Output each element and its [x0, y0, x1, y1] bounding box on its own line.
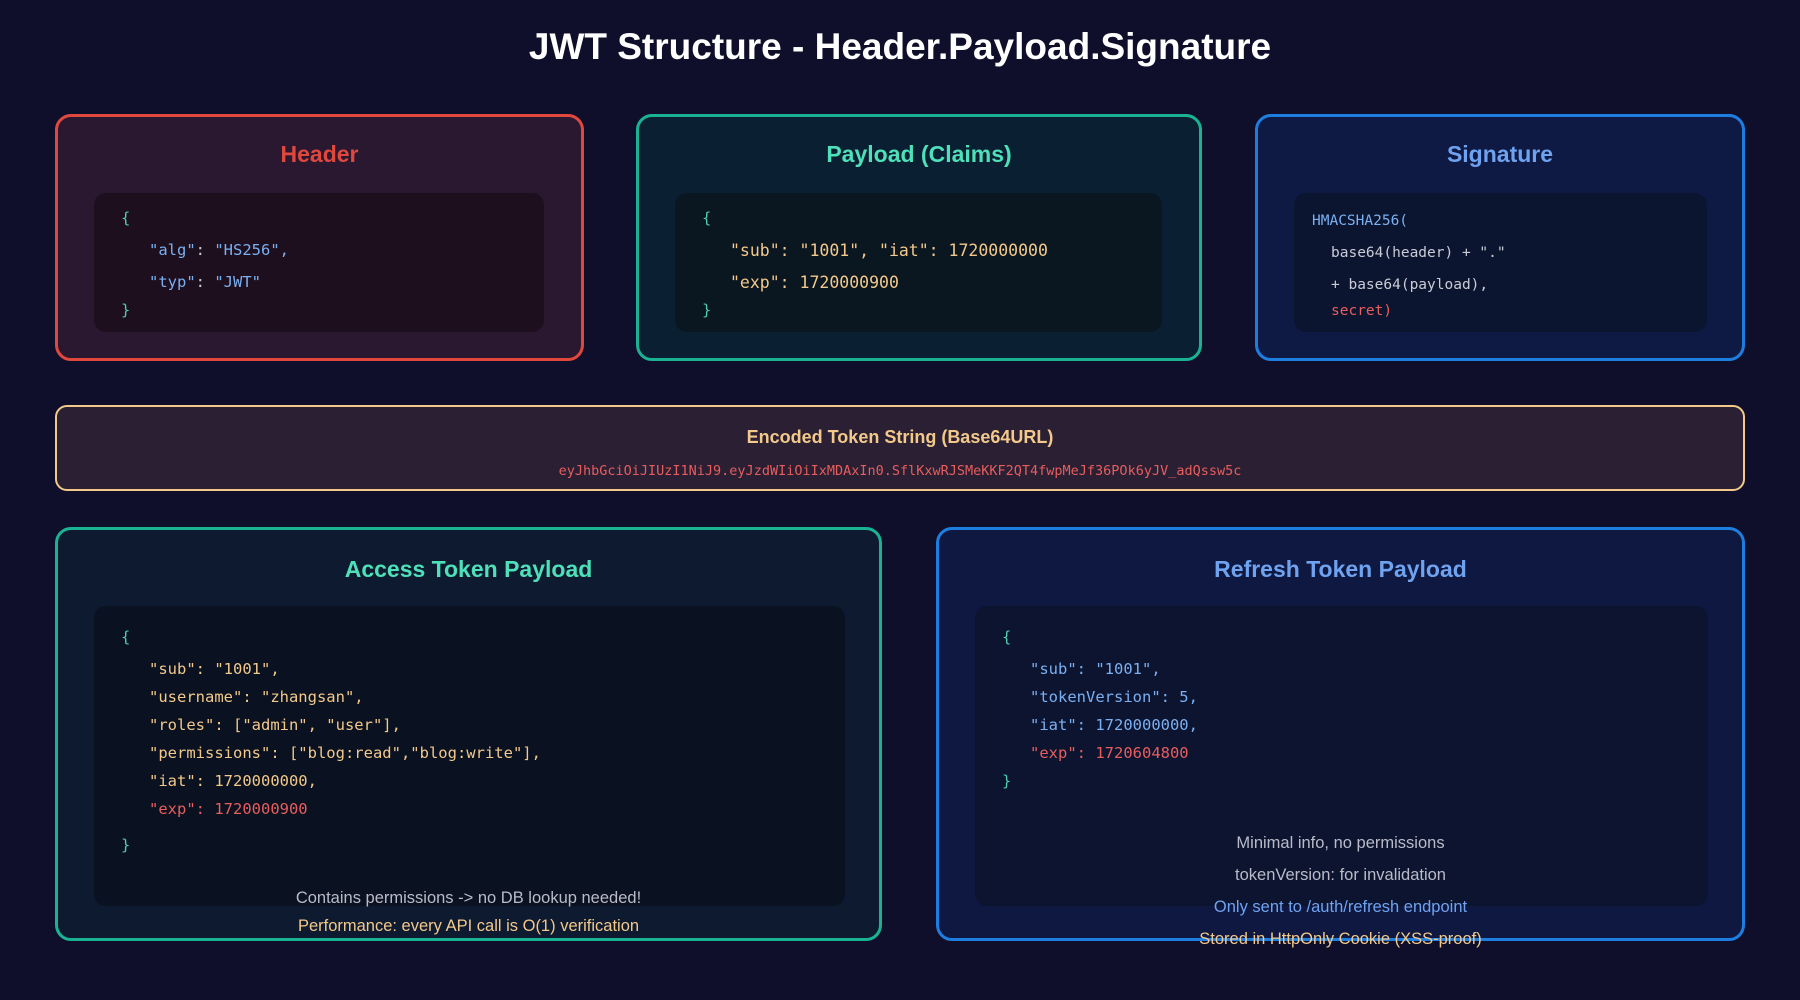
page-title: JWT Structure - Header.Payload.Signature: [528, 26, 1272, 67]
encoded-token-string: eyJhbGciOiJIUzI1NiJ9.eyJzdWIiOiIxMDAxIn0…: [558, 463, 1242, 479]
payload-open-brace: {: [702, 209, 712, 227]
signature-line-2: base64(header) + ".": [1331, 245, 1506, 261]
access-code-block: { "sub": "1001", "username": "zhangsan",…: [94, 606, 845, 906]
header-alg-value: "HS256",: [214, 241, 289, 259]
payload-close-brace: }: [702, 301, 712, 319]
access-token-title: Access Token Payload: [344, 556, 593, 582]
access-note-1: Contains permissions -> no DB lookup nee…: [295, 889, 642, 907]
payload-line-2: "exp": 1720000900: [730, 273, 899, 292]
header-box-title: Header: [280, 141, 359, 167]
payload-box-title: Payload (Claims): [826, 141, 1012, 167]
access-line-exp: "exp": 1720000900: [149, 800, 308, 818]
refresh-code-block: { "sub": "1001", "tokenVersion": 5, "iat…: [975, 606, 1708, 906]
header-typ-value: "JWT": [214, 273, 262, 291]
payload-line-1: "sub": "1001", "iat": 1720000000: [730, 241, 1048, 260]
access-note-2: Performance: every API call is O(1) veri…: [297, 917, 640, 935]
header-open-brace: {: [121, 209, 131, 227]
access-line-sub: "sub": "1001",: [149, 660, 280, 678]
access-line-roles: "roles": ["admin", "user"],: [149, 716, 401, 734]
header-typ-key: "typ": [149, 273, 196, 291]
payload-box: Payload (Claims) { "sub": "1001", "iat":…: [636, 114, 1202, 361]
access-token-box: Access Token Payload { "sub": "1001", "u…: [55, 527, 882, 941]
signature-line-3: + base64(payload),: [1331, 277, 1489, 293]
signature-line-4: secret): [1331, 303, 1393, 319]
access-close-brace: }: [121, 836, 131, 854]
header-alg-key: "alg": [149, 241, 196, 259]
encoded-token-box: Encoded Token String (Base64URL) eyJhbGc…: [55, 405, 1745, 491]
refresh-close-brace: }: [1002, 772, 1012, 790]
header-box: Header { "alg": "HS256", "typ": "JWT" }: [55, 114, 584, 361]
refresh-line-token-version: "tokenVersion": 5,: [1030, 688, 1198, 706]
refresh-note-2: tokenVersion: for invalidation: [1235, 866, 1446, 884]
refresh-line-exp: "exp": 1720604800: [1030, 744, 1189, 762]
header-code-block: { "alg": "HS256", "typ": "JWT" }: [94, 193, 544, 332]
signature-code-block: HMACSHA256( base64(header) + "." + base6…: [1294, 193, 1707, 332]
signature-box-title: Signature: [1446, 141, 1554, 167]
refresh-token-box: Refresh Token Payload { "sub": "1001", "…: [936, 527, 1745, 948]
signature-line-1: HMACSHA256(: [1312, 213, 1409, 229]
access-line-permissions: "permissions": ["blog:read","blog:write"…: [149, 744, 541, 762]
access-open-brace: {: [121, 628, 131, 646]
refresh-open-brace: {: [1002, 628, 1012, 646]
refresh-token-title: Refresh Token Payload: [1214, 556, 1467, 582]
access-line-iat: "iat": 1720000000,: [149, 772, 317, 790]
signature-box: Signature HMACSHA256( base64(header) + "…: [1255, 114, 1745, 361]
header-typ-line: "typ": "JWT": [149, 273, 262, 291]
refresh-line-sub: "sub": "1001",: [1030, 660, 1161, 678]
refresh-line-iat: "iat": 1720000000,: [1030, 716, 1198, 734]
refresh-note-1: Minimal info, no permissions: [1236, 834, 1445, 852]
encoded-token-title: Encoded Token String (Base64URL): [746, 427, 1054, 447]
access-line-username: "username": "zhangsan",: [149, 688, 364, 706]
refresh-note-3: Only sent to /auth/refresh endpoint: [1213, 898, 1468, 916]
header-alg-line: "alg": "HS256",: [149, 241, 289, 259]
refresh-note-4: Stored in HttpOnly Cookie (XSS-proof): [1199, 930, 1482, 948]
header-close-brace: }: [121, 301, 131, 319]
payload-code-block: { "sub": "1001", "iat": 1720000000 "exp"…: [675, 193, 1162, 332]
